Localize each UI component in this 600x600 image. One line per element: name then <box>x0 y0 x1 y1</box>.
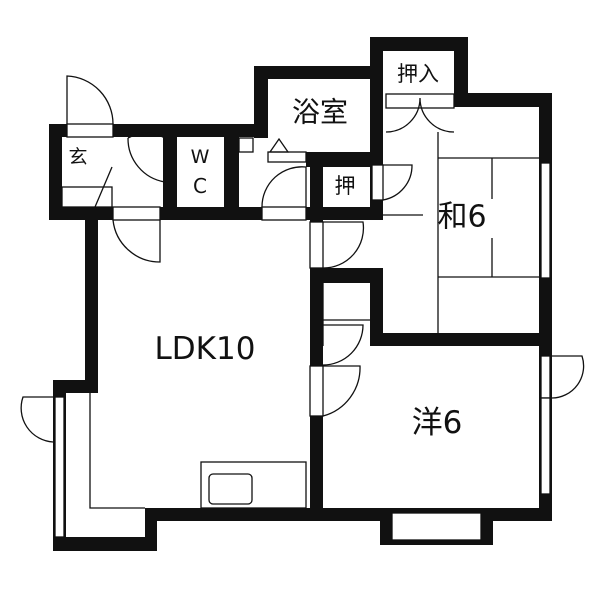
label-bath: 浴室 <box>292 96 348 129</box>
room-labels: 玄 W C 浴室 押入 押 和6 LDK10 洋6 <box>68 62 486 441</box>
label-closet-large: 押入 <box>397 62 439 86</box>
label-ldk: LDK10 <box>155 331 256 367</box>
label-wc-w: W <box>191 146 210 168</box>
label-genkan: 玄 <box>68 146 87 168</box>
label-western-room: 洋6 <box>412 405 463 441</box>
label-closet-small: 押 <box>335 174 356 198</box>
label-wc-c: C <box>193 174 207 198</box>
kitchen-sink <box>208 473 253 505</box>
door-swings <box>20 75 585 443</box>
openings-and-windows <box>54 93 551 541</box>
label-japanese-room: 和6 <box>437 200 486 235</box>
room-details <box>61 132 539 509</box>
